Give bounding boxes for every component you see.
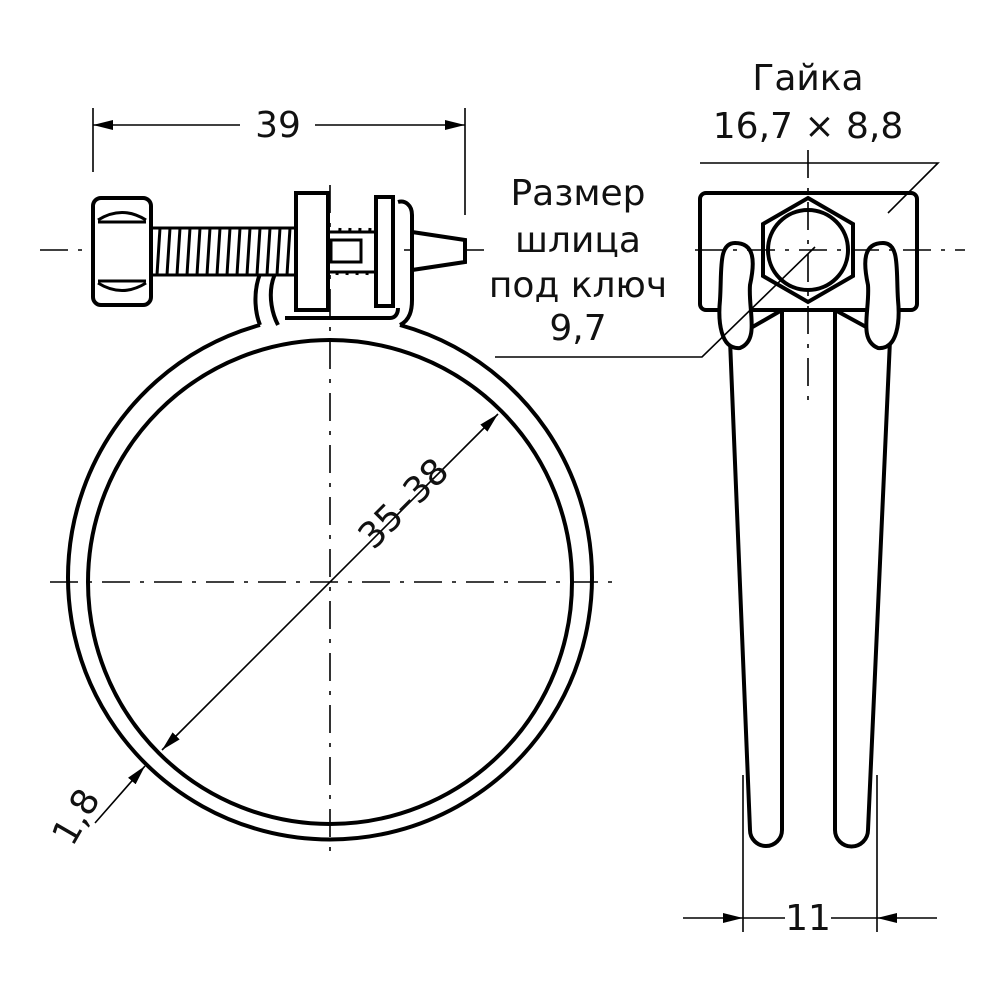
dim-diameter-label: 35–38 — [351, 451, 458, 558]
ear-left — [717, 240, 755, 350]
dim-wire-leader — [94, 765, 146, 824]
thread-line — [185, 227, 192, 276]
slot-label-line4: 9,7 — [549, 308, 606, 349]
thread-line — [265, 227, 272, 276]
thread-line — [165, 227, 172, 276]
dim-spacing-label: 11 — [785, 898, 831, 939]
ear-right — [863, 240, 901, 350]
thread-line — [175, 227, 182, 276]
thread-line — [215, 227, 222, 276]
thread-line — [255, 227, 262, 276]
bolt — [91, 191, 467, 312]
slot-leader — [495, 246, 816, 358]
slot-label-line1: Размер — [510, 173, 645, 214]
thread-line — [205, 227, 212, 276]
slot-label-line2: шлица — [515, 220, 641, 261]
nut-leader — [700, 162, 940, 214]
thread-line — [155, 227, 162, 276]
clamp-ring — [66, 323, 594, 842]
dim-wire-label: 1,8 — [45, 782, 109, 852]
nut-label-line2: 16,7 × 8,8 — [713, 106, 903, 147]
thread-line — [245, 227, 252, 276]
dim-diameter-line — [161, 413, 499, 751]
thread-line — [225, 227, 232, 276]
side-view — [698, 191, 919, 849]
nut-label-line1: Гайка — [752, 58, 863, 99]
thread-line — [275, 227, 282, 276]
thread-line — [235, 227, 242, 276]
hex-head-icon — [97, 211, 147, 292]
thread-line — [195, 227, 202, 276]
slot-label-line3: под ключ — [489, 265, 667, 306]
thread-line — [285, 227, 292, 276]
dim-width-label: 39 — [255, 105, 301, 146]
